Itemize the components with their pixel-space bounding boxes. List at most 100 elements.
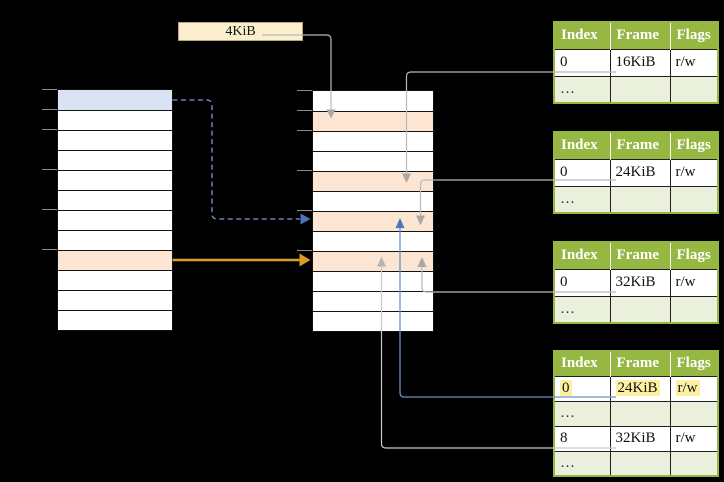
- page-table-24kib: Index Frame Flags 0 24KiB r/w …: [553, 131, 719, 214]
- connector-left0-to-frame6-dashed: [172, 99, 300, 220]
- table-row-ellipsis: …: [553, 185, 719, 214]
- cell-index: …: [553, 400, 611, 427]
- col-header-frame: Frame: [609, 132, 670, 159]
- cell-flags: r/w: [669, 375, 719, 402]
- cell-frame: 24KiB: [609, 158, 671, 187]
- address-tick: [297, 130, 312, 131]
- col-header-index: Index: [554, 22, 610, 49]
- col-header-flags: Flags: [669, 22, 718, 49]
- cell-flags: [669, 185, 719, 214]
- table-row-highlighted: 0 24KiB r/w: [553, 375, 719, 402]
- cell-index: …: [553, 75, 611, 104]
- cell-frame: [609, 400, 671, 427]
- cell-flags: [669, 295, 719, 324]
- table-row-ellipsis: …: [553, 295, 719, 324]
- table-row: 0 24KiB r/w: [553, 158, 719, 187]
- memory-row: [58, 110, 172, 130]
- memory-row: [313, 191, 433, 211]
- memory-row: [58, 190, 172, 210]
- memory-row: [313, 111, 433, 131]
- address-tick: [42, 169, 57, 170]
- memory-row: [313, 131, 433, 151]
- col-header-flags: Flags: [669, 351, 718, 376]
- address-tick: [297, 90, 312, 91]
- cell-index: 0: [553, 48, 611, 77]
- table-header-row: Index Frame Flags: [554, 132, 718, 159]
- address-tick: [42, 109, 57, 110]
- cell-flags: r/w: [669, 48, 719, 77]
- col-header-flags: Flags: [669, 132, 718, 159]
- table-row-ellipsis: …: [553, 400, 719, 427]
- highlight-text: 24KiB: [615, 380, 660, 396]
- cell-index: 0: [553, 268, 611, 297]
- table-header-row: Index Frame Flags: [554, 351, 718, 376]
- memory-row: [58, 90, 172, 110]
- cell-flags: [669, 400, 719, 427]
- memory-row: [313, 171, 433, 191]
- highlight-text: r/w: [675, 380, 700, 396]
- address-tick: [42, 89, 57, 90]
- table-row: 0 16KiB r/w: [553, 48, 719, 77]
- table-header-row: Index Frame Flags: [554, 242, 718, 269]
- cell-index: 0: [553, 375, 611, 402]
- cell-index: …: [553, 295, 611, 324]
- memory-row: [58, 250, 172, 270]
- memory-row: [58, 270, 172, 290]
- col-header-index: Index: [554, 242, 610, 269]
- cell-frame: [609, 450, 671, 477]
- cell-index: 8: [553, 425, 611, 452]
- memory-row: [313, 271, 433, 291]
- table-row-ellipsis: …: [553, 75, 719, 104]
- cell-index: …: [553, 450, 611, 477]
- cell-frame: [609, 75, 671, 104]
- memory-row: [313, 311, 433, 331]
- memory-row: [313, 231, 433, 251]
- cell-frame: [609, 185, 671, 214]
- address-tick: [42, 129, 57, 130]
- cell-flags: r/w: [669, 425, 719, 452]
- cell-frame: 32KiB: [609, 425, 671, 452]
- cell-frame: [609, 295, 671, 324]
- page-table-16kib: Index Frame Flags 0 16KiB r/w …: [553, 21, 719, 104]
- memory-row: [313, 151, 433, 171]
- table-row: 0 32KiB r/w: [553, 268, 719, 297]
- memory-row: [313, 211, 433, 231]
- highlight-text: 0: [560, 380, 572, 396]
- cell-frame: 32KiB: [609, 268, 671, 297]
- page-table-mixed: Index Frame Flags 0 24KiB r/w … 8 32KiB …: [553, 350, 719, 477]
- memory-row: [313, 291, 433, 311]
- address-tick: [42, 209, 57, 210]
- table-row: 8 32KiB r/w: [553, 425, 719, 452]
- cell-flags: r/w: [669, 158, 719, 187]
- cell-frame: 24KiB: [609, 375, 671, 402]
- memory-row: [58, 290, 172, 310]
- table-row-ellipsis: …: [553, 450, 719, 477]
- col-header-frame: Frame: [609, 22, 670, 49]
- memory-row: [58, 230, 172, 250]
- cell-flags: [669, 75, 719, 104]
- col-header-index: Index: [554, 351, 610, 376]
- address-tick: [297, 170, 312, 171]
- memory-row: [58, 150, 172, 170]
- left-page-table: [57, 89, 173, 331]
- physical-memory-table: [312, 90, 434, 332]
- cell-flags: r/w: [669, 268, 719, 297]
- col-header-frame: Frame: [609, 242, 670, 269]
- memory-row: [58, 210, 172, 230]
- arrowhead-right-frame8-orange: [299, 253, 311, 267]
- memory-row: [313, 251, 433, 271]
- cell-index: 0: [553, 158, 611, 187]
- address-tick: [42, 249, 57, 250]
- col-header-frame: Frame: [609, 351, 670, 376]
- arrowhead-right-frame6-blue: [300, 213, 311, 225]
- address-tick: [297, 110, 312, 111]
- table-header-row: Index Frame Flags: [554, 22, 718, 49]
- address-tick: [297, 250, 312, 251]
- memory-row: [58, 130, 172, 150]
- page-table-32kib: Index Frame Flags 0 32KiB r/w …: [553, 241, 719, 324]
- page-size-box: 4KiB: [178, 22, 303, 41]
- address-tick: [297, 210, 312, 211]
- cell-frame: 16KiB: [609, 48, 671, 77]
- memory-row: [58, 310, 172, 330]
